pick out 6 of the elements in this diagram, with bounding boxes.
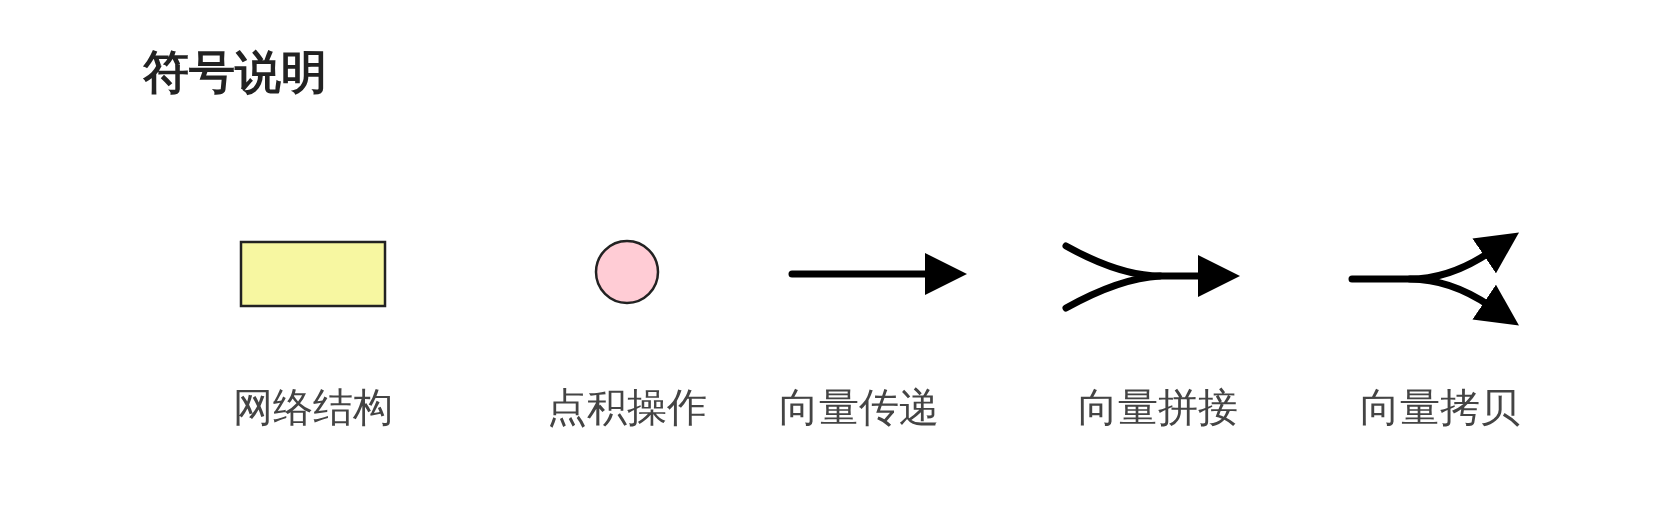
legend-title: 符号说明 [143, 44, 327, 101]
legend-label: 向量传递 [779, 383, 939, 432]
legend-label: 网络结构 [233, 383, 393, 432]
legend-label: 向量拷贝 [1360, 383, 1520, 432]
legend-label: 向量拼接 [1078, 383, 1238, 432]
legend-label: 点积操作 [547, 383, 707, 432]
